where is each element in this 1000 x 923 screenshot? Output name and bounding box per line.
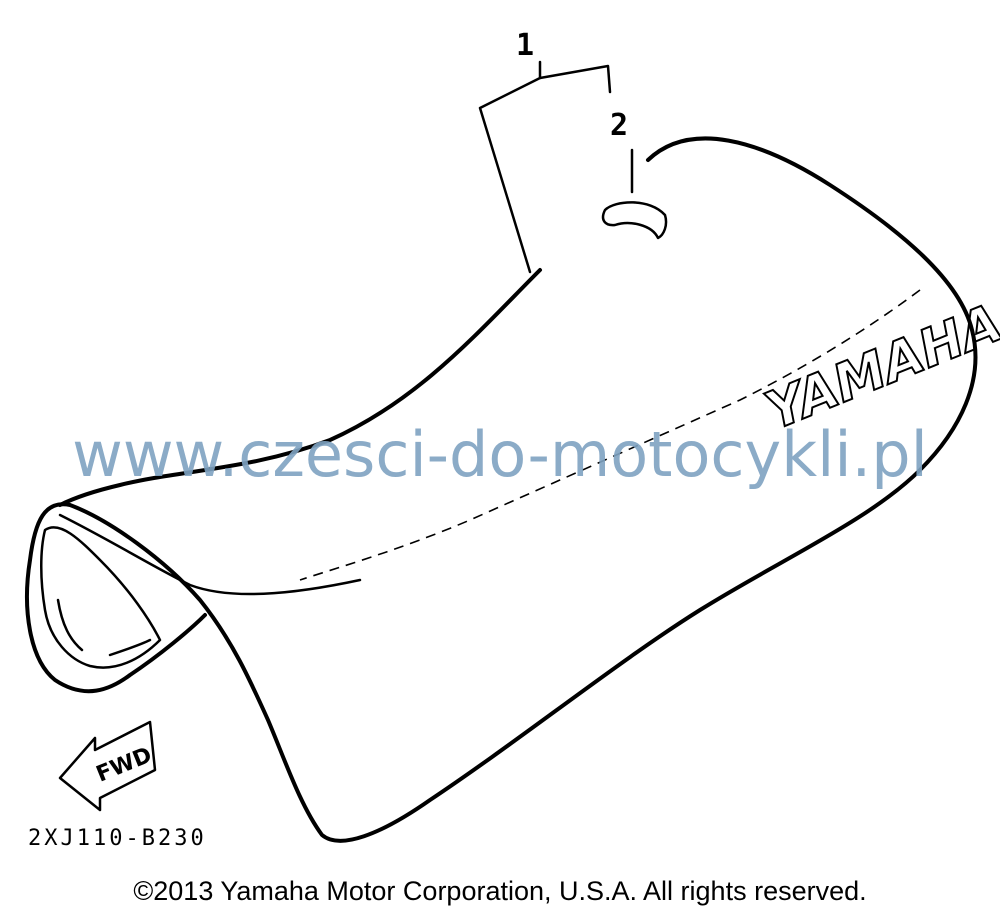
- watermark-text: www.czesci-do-motocykli.pl: [72, 418, 928, 491]
- seat-outline: [25, 136, 978, 843]
- callout-1: 1: [516, 28, 535, 63]
- copyright-text: ©2013 Yamaha Motor Corporation, U.S.A. A…: [133, 876, 867, 906]
- forward-label: FWD: [93, 743, 156, 788]
- leader-line-1: [478, 60, 542, 274]
- seat-strap: [601, 201, 668, 240]
- seat-front-rim: [56, 598, 152, 657]
- forward-arrow: FWD: [58, 720, 157, 812]
- seat-top-inner: [58, 513, 362, 596]
- part-code: 2XJ110-B230: [28, 826, 207, 851]
- seat-top-edge: [58, 268, 542, 507]
- callout-2: 2: [610, 108, 629, 143]
- seat-seam: [299, 289, 921, 581]
- seat-front-hollow: [40, 526, 162, 669]
- leader-line-1b: [538, 64, 612, 94]
- forward-arrow-shape: [58, 720, 157, 812]
